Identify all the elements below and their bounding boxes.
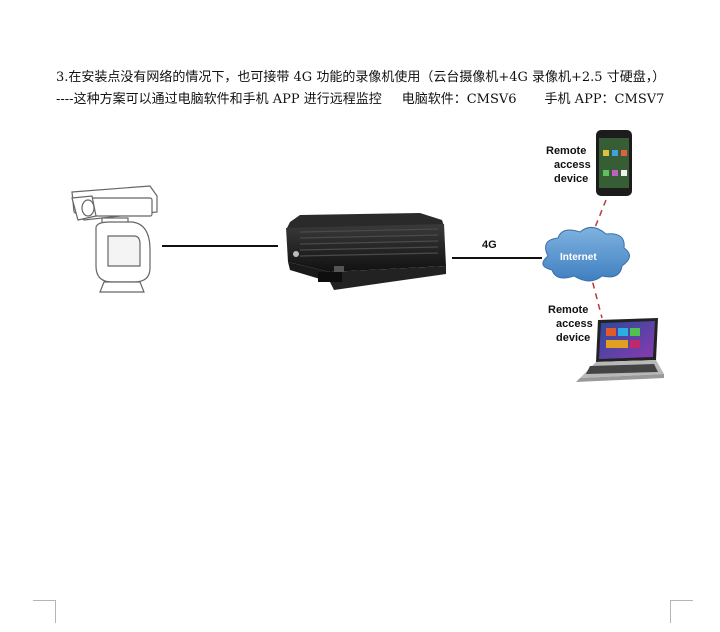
- page-corner-mark-left: [33, 600, 56, 623]
- svg-text:device: device: [556, 332, 590, 344]
- page-corner-mark-right: [670, 600, 693, 623]
- pc-software-text: 电脑软件：CMSV6: [401, 92, 517, 107]
- dvr-recorder-icon: [286, 213, 446, 290]
- laptop-icon: [576, 318, 664, 382]
- smartphone-icon: [596, 130, 632, 196]
- internet-cloud-icon: Internet: [542, 227, 630, 282]
- laptop-connection-line: [589, 271, 603, 319]
- mobile-app-text: 手机 APP：CMSV7: [544, 92, 665, 107]
- description-line-2: ----这种方案可以通过电脑软件和手机 APP 进行远程监控 电脑软件：CMSV6…: [56, 88, 664, 107]
- phone-remote-label: Remote access device: [546, 145, 591, 185]
- svg-text:access: access: [554, 159, 591, 171]
- internet-label: Internet: [560, 252, 597, 263]
- solution-text: ----这种方案可以通过电脑软件和手机 APP 进行远程监控: [56, 92, 382, 107]
- svg-text:Remote: Remote: [548, 304, 588, 316]
- svg-text:access: access: [556, 318, 593, 330]
- laptop-remote-label: Remote access device: [548, 304, 593, 344]
- 4g-label: 4G: [482, 239, 497, 251]
- svg-text:Remote: Remote: [546, 145, 586, 157]
- description-line-1: 3.在安装点没有网络的情况下，也可接带 4G 功能的录像机使用（云台摄像机+4G…: [56, 70, 666, 85]
- ptz-camera-icon: [71, 185, 158, 293]
- svg-text:device: device: [554, 173, 588, 185]
